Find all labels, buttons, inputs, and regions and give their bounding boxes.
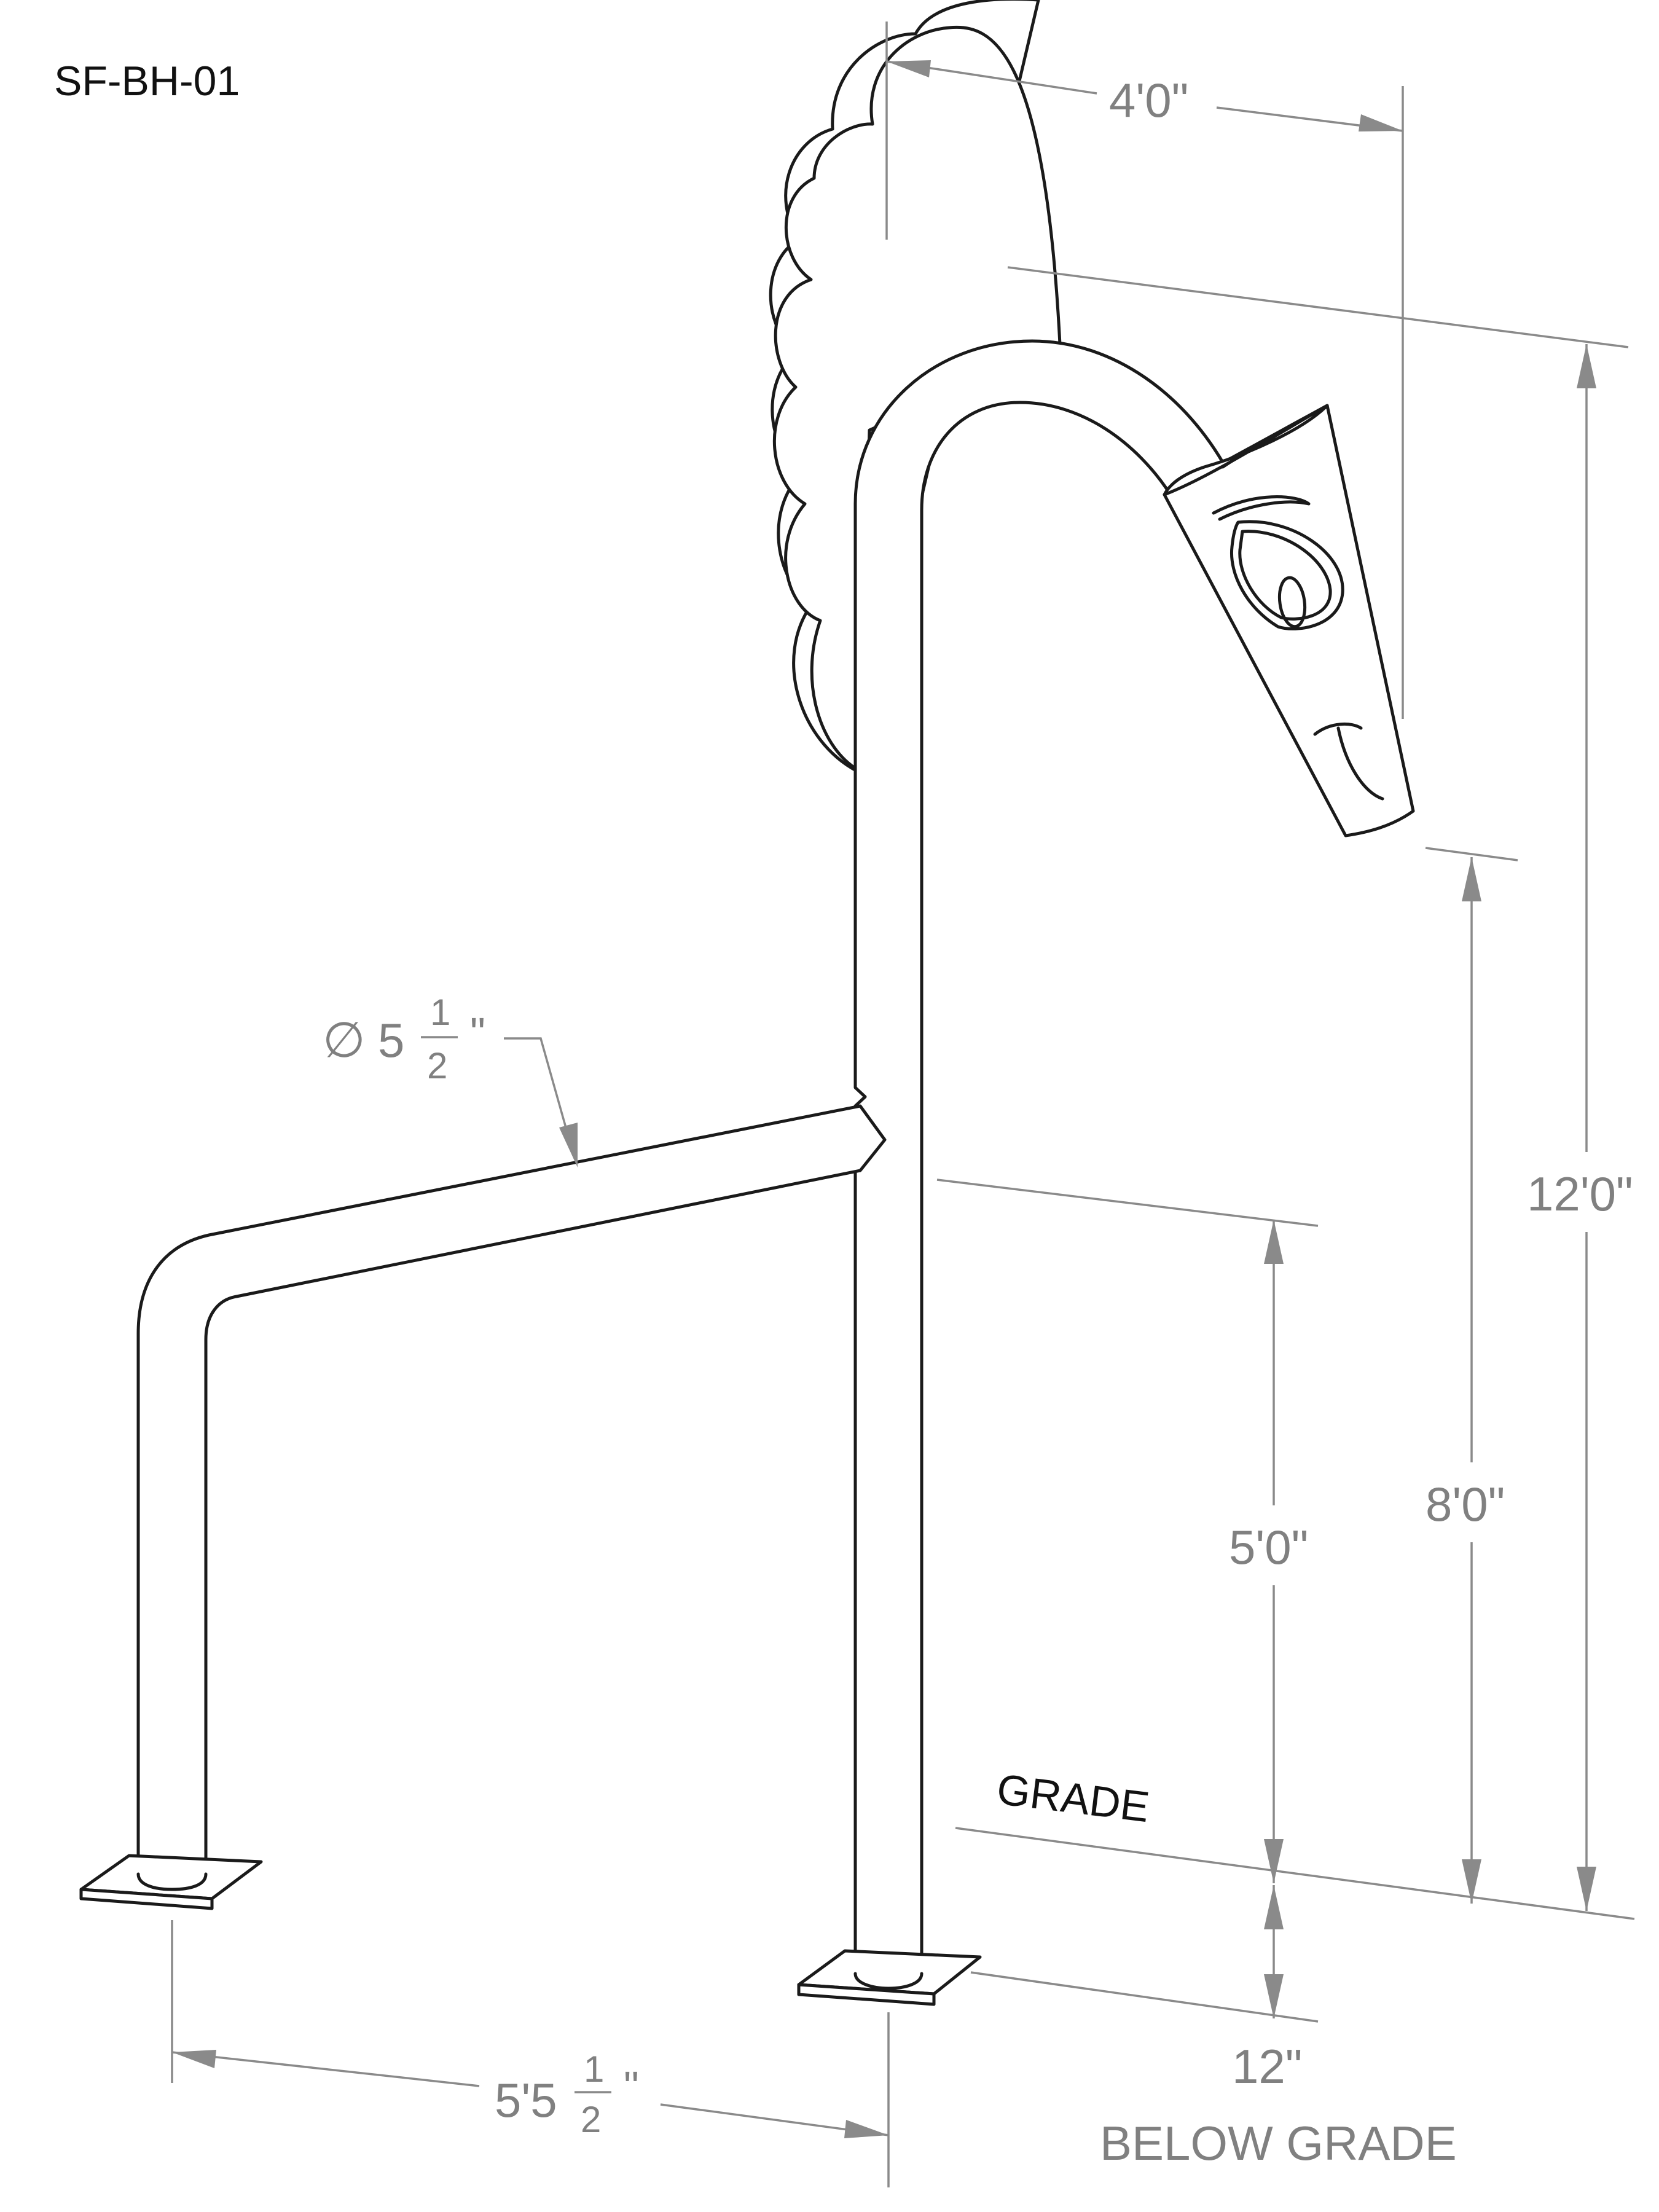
ext-line-grade	[955, 1827, 1635, 1920]
head-top	[1163, 404, 1329, 496]
dim-pipe-diameter-unit: "	[470, 1009, 485, 1057]
arrow-head-top	[1462, 857, 1481, 901]
dim-base-length-den: 2	[581, 2099, 601, 2140]
dim-embed-depth: 12"	[1232, 2039, 1302, 2093]
arrow-rail-top	[1264, 1220, 1284, 1264]
dim-height-rail: 5'0"	[1229, 1520, 1308, 1574]
head-rim	[1221, 405, 1329, 469]
arrow-head-bottom	[1462, 1859, 1481, 1904]
ext-line-embed	[970, 1971, 1319, 2023]
diameter-leader	[504, 1037, 576, 1159]
dim-width-top: 4'0"	[1109, 73, 1188, 127]
arrow-total-bottom	[1577, 1867, 1596, 1911]
eye-outer	[1230, 520, 1344, 630]
arrow-base-left	[172, 2050, 216, 2068]
rail	[136, 1104, 887, 1876]
ext-line-rail	[936, 1179, 1319, 1227]
arrow-rail-bottom	[1264, 1839, 1284, 1883]
arrow-width-right	[1359, 114, 1403, 131]
eye-brow	[1212, 495, 1311, 521]
arrow-diameter-leader	[559, 1123, 578, 1167]
grade-label: GRADE	[994, 1765, 1152, 1831]
ext-line-total-top	[1007, 266, 1629, 348]
dim-height-total: 12'0"	[1527, 1167, 1633, 1221]
dim-base-length-whole: 5'5	[495, 2073, 557, 2127]
dim-line-base-left	[171, 2051, 480, 2087]
dim-embed-note: BELOW GRADE	[1100, 2116, 1457, 2170]
drawing-id: SF-BH-01	[54, 58, 240, 104]
dim-pipe-diameter-num: 1	[430, 992, 450, 1033]
main-post	[853, 339, 1231, 1977]
post-base-plate-thickness	[797, 1983, 936, 2006]
ext-line-head	[1425, 847, 1518, 861]
dim-base-length-unit: "	[624, 2063, 639, 2111]
arrow-base-right	[844, 2120, 888, 2138]
arrow-embed-bottom	[1264, 1974, 1284, 2018]
dim-pipe-diameter-whole: 5	[378, 1013, 404, 1067]
arrow-total-top	[1577, 344, 1596, 388]
post-pipe-end	[853, 1972, 924, 1990]
arrow-width-left	[887, 60, 931, 77]
head-cone	[1163, 404, 1415, 837]
rail-pipe-end	[136, 1872, 208, 1891]
dim-height-head: 8'0"	[1426, 1477, 1505, 1531]
mouth	[1313, 722, 1384, 801]
rail-base-plate-thickness	[79, 1888, 214, 1910]
eye-inner	[1238, 530, 1332, 621]
eye-pupil	[1277, 576, 1307, 629]
dimensions: 4'0" 12'0" 8'0" 5'0" 12" BELOW GRADE GRA…	[171, 22, 1635, 2187]
dim-pipe-diameter-den: 2	[427, 1045, 447, 1086]
arrow-embed-top	[1264, 1885, 1284, 1929]
dim-pipe-diameter-symbol: ∅	[323, 1013, 366, 1067]
dim-base-length-num: 1	[584, 2049, 604, 2090]
hitch-object	[79, 0, 1415, 2006]
